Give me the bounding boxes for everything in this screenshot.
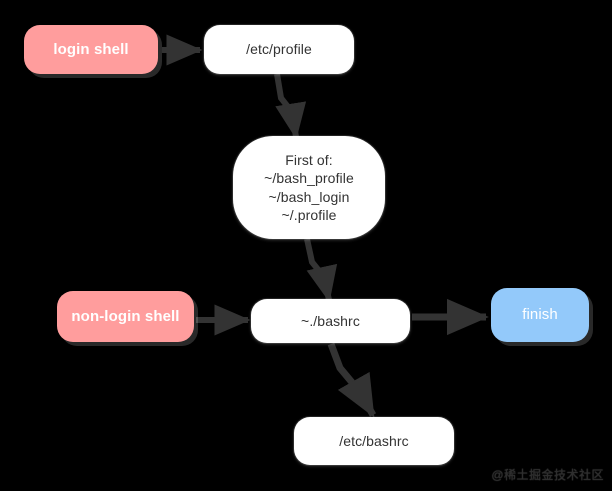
- node-first-of-line-1: First of:: [285, 152, 333, 169]
- edge-bashrc-to-etc-bashrc: [327, 342, 377, 418]
- edge-etc-profile-to-first-of: [274, 73, 307, 140]
- node-first-of-line-4: ~/.profile: [281, 206, 337, 223]
- edge-first-of-to-bashrc: [304, 238, 338, 303]
- node-non-login-shell[interactable]: non-login shell: [57, 291, 194, 342]
- node-non-login-shell-label: non-login shell: [71, 307, 180, 325]
- watermark: @稀土掘金技术社区: [491, 468, 604, 482]
- node-finish[interactable]: finish: [491, 288, 589, 342]
- node-etc-bashrc[interactable]: /etc/bashrc: [294, 417, 454, 465]
- node-login-shell-label: login shell: [53, 40, 129, 58]
- node-etc-bashrc-label: /etc/bashrc: [339, 432, 409, 449]
- node-etc-profile[interactable]: /etc/profile: [204, 25, 354, 74]
- node-bashrc-label: ~./bashrc: [301, 312, 360, 329]
- node-login-shell[interactable]: login shell: [24, 25, 158, 74]
- node-bashrc[interactable]: ~./bashrc: [251, 299, 410, 343]
- node-etc-profile-label: /etc/profile: [246, 41, 312, 58]
- node-first-of[interactable]: First of: ~/bash_profile ~/bash_login ~/…: [233, 136, 385, 239]
- node-finish-label: finish: [522, 306, 558, 324]
- node-first-of-line-3: ~/bash_login: [268, 188, 350, 205]
- node-first-of-line-2: ~/bash_profile: [264, 170, 354, 187]
